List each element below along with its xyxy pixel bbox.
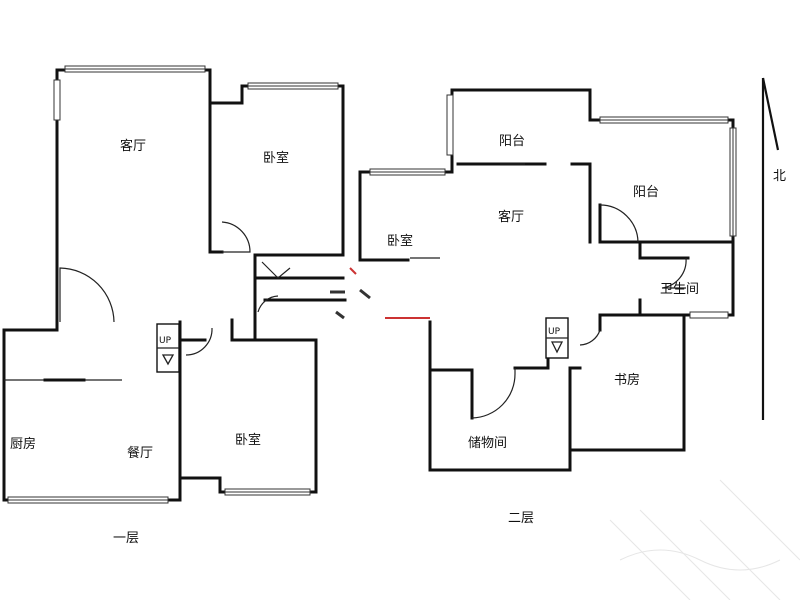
wall-stair xyxy=(178,320,207,342)
room-kitchen: 厨房 xyxy=(10,436,36,452)
north-arrow-head xyxy=(761,77,780,151)
window-balcony-left xyxy=(446,94,454,156)
door-swing-bath xyxy=(257,295,279,313)
stair-floor-1: UP xyxy=(156,323,180,373)
door-swing-living xyxy=(59,267,115,323)
window-living-side xyxy=(53,79,61,121)
wall-bedroom-door xyxy=(230,318,257,342)
room-dining: 餐厅 xyxy=(127,445,153,461)
room-living: 客厅 xyxy=(120,138,146,154)
door-swing-study xyxy=(579,329,601,346)
door-swing-balcony xyxy=(599,204,639,243)
room-study: 书房 xyxy=(614,372,640,388)
scan-artifacts xyxy=(330,267,430,320)
closet-mark xyxy=(261,261,291,279)
wall-bath-top xyxy=(638,240,690,260)
door-swing-bedroom xyxy=(221,221,251,253)
room-bathroom: 卫生间 xyxy=(660,282,699,297)
floor-2-bedroom-wall xyxy=(358,162,454,262)
wall-bath-right xyxy=(638,240,735,317)
floor-2-balcony-top-wall xyxy=(450,88,735,244)
north-label: 北 xyxy=(773,169,786,184)
floor-1-plan: UP 客厅 卧室 卧室 厨房 餐厅 一层 xyxy=(2,65,347,546)
floor-2-plan: UP 阳台 阳台 客厅 卧室 卫生间 书房 储物间 二层 xyxy=(358,88,737,526)
north-arrow: 北 xyxy=(761,77,786,420)
room-living-2: 客厅 xyxy=(498,209,524,225)
room-bedroom-top: 卧室 xyxy=(263,150,289,166)
wall-living-balcony-right xyxy=(570,162,592,244)
door-swing-storage xyxy=(471,368,516,419)
floor-2-caption: 二层 xyxy=(508,511,534,526)
stair-up-label-2: UP xyxy=(548,327,561,337)
floor-1-outer-wall xyxy=(2,68,345,502)
room-storage: 储物间 xyxy=(468,436,507,451)
room-balcony-right: 阳台 xyxy=(633,185,659,200)
window-bath xyxy=(689,311,729,319)
room-bedroom-bottom: 卧室 xyxy=(235,432,261,448)
floor-1-caption: 一层 xyxy=(113,531,139,546)
room-bedroom-2: 卧室 xyxy=(387,233,413,249)
wall-storage xyxy=(428,320,572,472)
stair-floor-2: UP xyxy=(545,317,569,359)
wall-bath-study xyxy=(598,298,642,332)
stair-up-label: UP xyxy=(159,336,172,346)
door-swing-stair xyxy=(185,327,213,356)
watermark xyxy=(609,479,800,600)
door-swing-bath xyxy=(661,257,687,289)
room-balcony-top: 阳台 xyxy=(499,134,525,149)
